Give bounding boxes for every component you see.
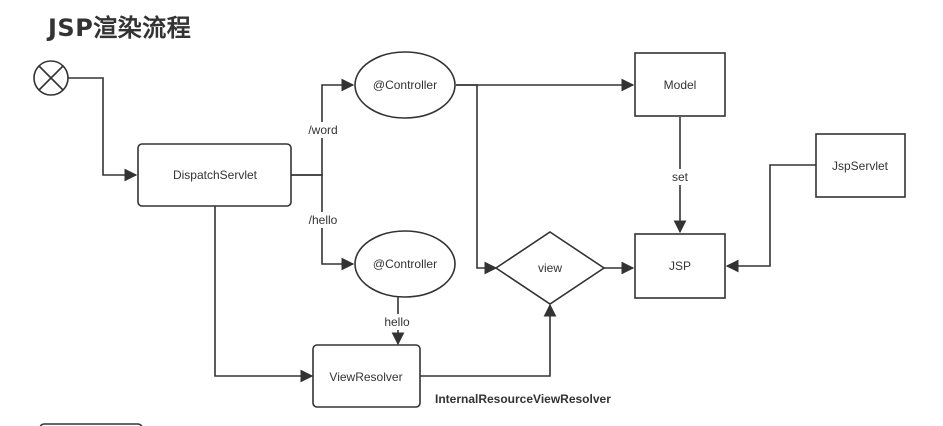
view-decision-node: view	[494, 231, 606, 305]
viewresolver-node: ViewResolver	[312, 344, 421, 408]
edge-start-dispatch	[68, 77, 138, 182]
edge-label-word: /word	[304, 122, 342, 138]
svg-text:/word: /word	[308, 123, 337, 137]
model-label: Model	[664, 78, 697, 92]
page-title: JSP渲染流程	[48, 14, 192, 42]
svg-text:/hello: /hello	[309, 213, 338, 227]
jsp-label: JSP	[669, 259, 691, 273]
model-node: Model	[634, 52, 726, 117]
edge-label-set: set	[668, 169, 692, 185]
edge-label-hello: hello	[380, 314, 416, 330]
edge-dispatch-viewresolver	[214, 206, 314, 383]
edge-controller-view	[456, 84, 498, 275]
jsp-node: JSP	[634, 233, 726, 299]
controller-bottom-label: @Controller	[373, 257, 437, 271]
dispatch-servlet-label: DispatchServlet	[173, 168, 258, 182]
svg-text:hello: hello	[384, 315, 410, 329]
jspservlet-label: JspServlet	[832, 159, 889, 173]
controller-bottom-node: @Controller	[354, 230, 456, 298]
controller-top-label: @Controller	[373, 78, 437, 92]
controller-top-node: @Controller	[354, 51, 456, 119]
edge-viewresolver-view	[420, 303, 557, 377]
start-node-icon	[33, 60, 69, 96]
annotation-internal-resource-view-resolver: InternalResourceViewResolver	[435, 392, 611, 406]
jspservlet-node: JspServlet	[815, 133, 906, 198]
view-label: view	[538, 261, 562, 275]
viewresolver-label: ViewResolver	[329, 370, 402, 384]
edge-label-hello-path: /hello	[304, 212, 342, 228]
edge-jspservlet-jsp	[725, 164, 816, 273]
dispatch-servlet-node: DispatchServlet	[137, 143, 292, 207]
svg-text:set: set	[672, 170, 689, 184]
